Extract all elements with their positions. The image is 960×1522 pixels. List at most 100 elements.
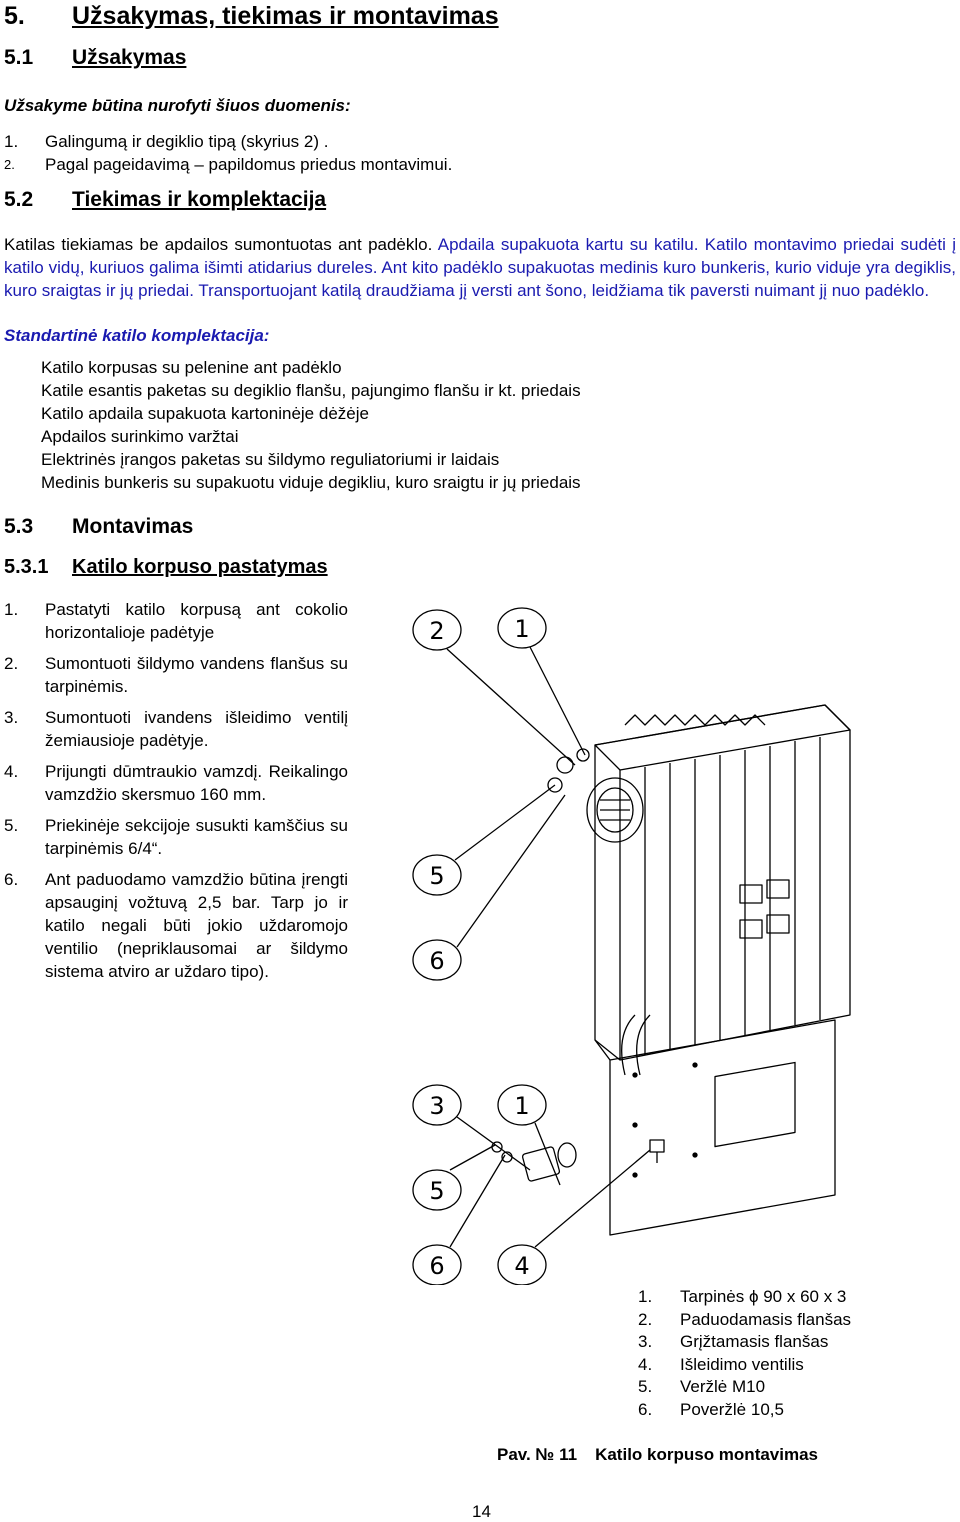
legend-number: 6. [638,1399,653,1419]
legend-number: 1. [638,1287,653,1306]
legend-number: 4. [638,1354,653,1374]
page-number: 14 [472,1502,491,1521]
list-item: Apdailos surinkimo varžtai [41,427,239,446]
list-number: 1. [4,132,19,151]
callout-label: 6 [429,1252,444,1280]
section-heading: 5. Užsakymas, tiekimas ir montavimas [4,2,499,31]
list-number: 1. [4,600,19,619]
list-number: 2. [4,157,15,172]
subsection-title: Montavimas [72,515,194,538]
standard-list: Katilo korpusas su pelenine ant padėklo … [41,356,941,494]
list-item: 5. Priekinėje sekcijoje susukti kamščius… [4,814,348,860]
boiler-assembly-drawing: 2 1 5 6 3 1 5 6 4 [412,607,851,1285]
subsection-number: 5.3 [4,515,34,538]
list-item: Katilo apdaila supakuota kartoninėje dėž… [41,404,369,423]
list-text: Sumontuoti ivandens išleidimo ventilį že… [45,708,348,750]
list-text: Sumontuoti šildymo vandens flanšus su ta… [45,654,348,696]
callout-label: 5 [429,862,444,890]
legend-text: Išleidimo ventilis [680,1354,804,1374]
figure-legend: 1. Tarpinės ϕ 90 x 60 x 3 2. Paduodamasis … [638,1286,958,1422]
legend-number: 3. [638,1332,653,1352]
list-number: 5. [4,816,19,835]
subsection-heading: 5.3 Montavimas [4,515,193,539]
delivery-text: Ant kito padėklo supakuotas medinis kuro… [4,258,956,300]
return-flange [491,1141,577,1182]
legend-text: Tarpinės ϕ 90 x 60 x 3 [680,1287,847,1306]
list-text: Pastatyti katilo korpusą ant cokolio hor… [45,600,348,642]
callout: 5 [412,784,556,896]
legend-number: 5. [638,1377,653,1397]
order-list: 1. Galingumą ir degiklio tipą (skyrius 2… [4,130,704,176]
callout: 6 [412,794,566,981]
caption-label: Pav. № 11 [497,1445,578,1464]
subsection-heading: 5.2 Tiekimas ir komplektacija [4,188,326,212]
subsection-number: 5.2 [4,188,34,211]
legend-item: 5. Veržlė M10 [638,1376,958,1399]
list-item: Katile esantis paketas su degiklio flanš… [41,381,581,400]
section-title: Užsakymas, tiekimas ir montavimas [72,2,499,30]
list-item: Elektrinės įrangos paketas su šildymo re… [41,450,500,469]
callout: 4 [497,1149,651,1285]
order-intro: Užsakyme būtina nurofyti šiuos duomenis: [4,96,351,115]
subsection-number: 5.1 [4,46,34,69]
section-number: 5. [4,2,25,30]
list-item: 6. Ant paduodamo vamzdžio būtina įrengti… [4,868,348,983]
list-number: 2. [4,654,19,673]
delivery-text: Katilo montavimo priedai sudėti į katilo… [4,235,956,277]
delivery-text: Katilas tiekiamas be apdailos sumontuota… [4,235,433,254]
list-text: Pagal pageidavimą – papildomus priedus m… [45,155,453,174]
legend-item: 4. Išleidimo ventilis [638,1354,958,1377]
subsubsection-heading: 5.3.1 Katilo korpuso pastatymas [4,556,328,579]
list-item: 4. Prijungti dūmtraukio vamzdį. Reikalin… [4,760,348,806]
list-number: 3. [4,708,19,727]
flue-pipe [621,1014,651,1076]
callout-label: 1 [514,1092,529,1120]
legend-item: 6. Poveržlė 10,5 [638,1399,958,1422]
delivery-text: Transportuojant katilą draudžiama jį ver… [193,281,930,300]
callout-label: 2 [429,617,444,645]
boiler-base [594,1019,836,1236]
legend-number: 2. [638,1309,653,1329]
list-item: 1. Pastatyti katilo korpusą ant cokolio … [4,598,348,644]
callout: 6 [412,1154,506,1285]
delivery-text: Apdaila supakuota kartu su katilu. [432,235,699,254]
callout: 1 [497,607,586,756]
list-item: Katilo korpusas su pelenine ant padėklo [41,358,342,377]
legend-item: 1. Tarpinės ϕ 90 x 60 x 3 [638,1286,958,1309]
list-item: 3. Sumontuoti ivandens išleidimo ventilį… [4,706,348,752]
steps-list: 1. Pastatyti katilo korpusą ant cokolio … [4,598,348,983]
standard-title: Standartinė katilo komplektacija: [4,326,270,345]
legend-text: Grįžtamasis flanšas [680,1332,829,1352]
legend-item: 3. Grįžtamasis flanšas [638,1331,958,1354]
callout-label: 4 [514,1252,529,1280]
legend-text: Paduodamasis flanšas [680,1309,852,1329]
delivery-paragraph: Katilas tiekiamas be apdailos sumontuota… [4,233,956,302]
list-number: 4. [4,762,19,781]
subsection-heading: 5.1 Užsakymas [4,46,186,70]
list-item: 2. Pagal pageidavimą – papildomus priedu… [4,153,704,176]
list-number: 6. [4,870,19,889]
callout-label: 1 [514,615,529,643]
legend-text: Veržlė M10 [680,1377,766,1397]
legend-text: Poveržlė 10,5 [680,1399,784,1419]
list-text: Galingumą ir degiklio tipą (skyrius 2) . [45,132,329,151]
subsubsection-number: 5.3.1 [4,556,49,578]
heat-exchanger [594,704,851,1061]
subsubsection-title: Katilo korpuso pastatymas [72,556,328,578]
drain-valve [649,1139,665,1163]
list-item: 2. Sumontuoti šildymo vandens flanšus su… [4,652,348,698]
callout-label: 6 [429,947,444,975]
list-item: 1. Galingumą ir degiklio tipą (skyrius 2… [4,130,704,153]
subsection-title: Tiekimas ir komplektacija [72,188,327,211]
callout: 2 [412,609,576,766]
burner-flange [547,748,644,843]
subsection-title: Užsakymas [72,46,187,69]
legend-item: 2. Paduodamasis flanšas [638,1309,958,1332]
callout-label: 5 [429,1177,444,1205]
list-text: Ant paduodamo vamzdžio būtina įrengti ap… [45,870,348,981]
list-item: Medinis bunkeris su supakuotu viduje deg… [41,473,581,492]
list-text: Prijungti dūmtraukio vamzdį. Reikalingo … [45,762,348,804]
callout-label: 3 [429,1092,444,1120]
callout: 1 [497,1084,561,1186]
